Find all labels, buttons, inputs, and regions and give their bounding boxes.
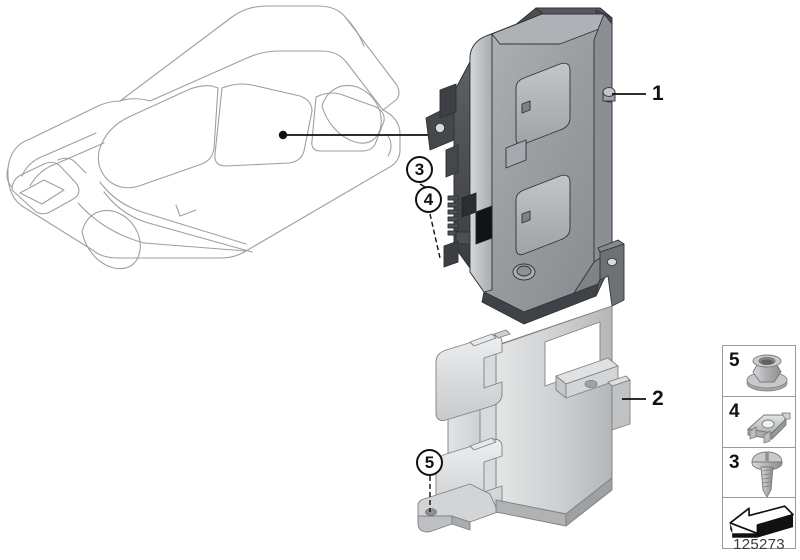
callout-label-1: 1 <box>652 82 664 105</box>
self-tapping-screw-icon <box>751 451 783 498</box>
legend-item-5: 5 <box>722 345 796 397</box>
callout-circle-3: 3 <box>406 156 433 183</box>
legend-item-3: 3 <box>722 446 796 499</box>
callout-circle-4: 4 <box>415 186 442 213</box>
cage-clip-nut-icon <box>746 412 791 444</box>
callout-label-2: 2 <box>652 387 664 410</box>
legend-number-4: 4 <box>729 400 740 422</box>
legend-panel: 5 4 <box>722 345 796 550</box>
direction-of-travel-arrow-icon <box>729 505 794 539</box>
part-number-label: 125273 <box>733 536 785 553</box>
legend-number-5: 5 <box>729 350 740 371</box>
flange-hex-nut-icon <box>746 354 788 392</box>
callout-circle-5: 5 <box>416 449 443 476</box>
legend-number-3: 3 <box>729 451 740 473</box>
legend-item-direction <box>722 497 796 550</box>
legend-item-4: 4 <box>722 395 796 448</box>
